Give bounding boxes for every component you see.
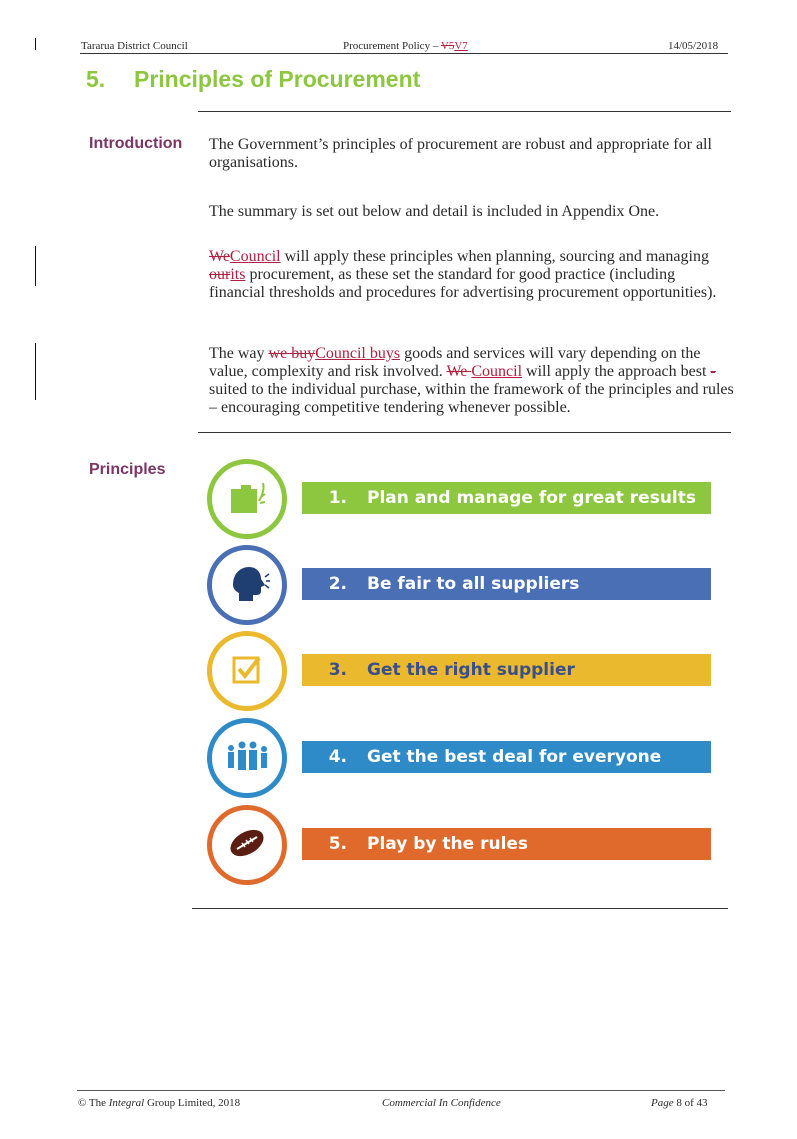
footer-copyright: © The Integral Group Limited, 2018 [78, 1097, 240, 1109]
checkbox-icon [223, 645, 271, 698]
inserted-text: Council [471, 363, 523, 380]
paragraph-text: suited to the individual purchase, withi… [209, 381, 734, 416]
football-icon [223, 819, 271, 872]
footer-company-italic: Integral [108, 1097, 145, 1109]
principle-number: 2. [328, 574, 347, 594]
introduction-label: Introduction [89, 135, 183, 152]
principle-bar: 4. Get the best deal for everyone [302, 741, 711, 773]
header-center-prefix: Procurement Policy – [343, 40, 441, 52]
principle-item-2: 2. Be fair to all suppliers [207, 545, 717, 635]
inserted-text: Council buys [315, 345, 401, 362]
paragraph-text: procurement, as these set the standard f… [209, 266, 717, 301]
principle-item-1: 1. Plan and manage for great results [207, 459, 717, 549]
deleted-text: - [710, 363, 716, 380]
header-left: Tararua District Council [81, 40, 188, 52]
section-title: Principles of Procurement [134, 66, 421, 92]
header-deleted-version: V5 [440, 40, 455, 52]
speaking-head-icon [223, 559, 271, 612]
principle-number: 3. [328, 660, 347, 680]
section-divider [198, 432, 731, 433]
principle-number: 1. [328, 488, 347, 508]
principle-item-5: 5. Play by the rules [207, 805, 717, 895]
footer-page-number: Page 8 of 43 [651, 1097, 708, 1109]
principle-circle [207, 459, 287, 539]
section-divider [192, 908, 728, 909]
deleted-text: We [446, 363, 472, 380]
paragraph-text: goods and services will vary depending o… [209, 345, 701, 380]
header-center: Procurement Policy – V5V7 [343, 40, 468, 52]
section-divider [198, 111, 731, 112]
header-inserted-version: V7 [454, 40, 468, 52]
principle-circle [207, 805, 287, 885]
principle-label: Get the best deal for everyone [367, 747, 662, 767]
deleted-text: we buy [268, 345, 316, 362]
principle-label: Get the right supplier [367, 660, 575, 680]
header-divider [80, 53, 728, 54]
footer-divider [77, 1090, 725, 1091]
principle-bar: 3. Get the right supplier [302, 654, 711, 686]
principle-circle [207, 631, 287, 711]
principle-bar: 5. Play by the rules [302, 828, 711, 860]
paragraph-text: will apply these principles when plannin… [280, 248, 709, 265]
deleted-text: our [209, 266, 231, 283]
principle-circle [207, 718, 287, 798]
principles-label: Principles [89, 461, 166, 478]
principle-label: Be fair to all suppliers [367, 574, 580, 594]
family-icon [223, 732, 271, 785]
footer-page-word: Page [651, 1097, 674, 1109]
paragraph-text: will apply the approach best [522, 363, 711, 380]
principle-bar: 2. Be fair to all suppliers [302, 568, 711, 600]
intro-paragraph-3: WeCouncil will apply these principles wh… [209, 248, 734, 302]
footer-page-count: 8 of 43 [673, 1097, 708, 1109]
paragraph-text: The way [209, 345, 269, 362]
principle-item-4: 4. Get the best deal for everyone [207, 718, 717, 808]
intro-paragraph-4: The way we buyCouncil buys goods and ser… [209, 345, 734, 417]
footer-confidentiality: Commercial In Confidence [382, 1097, 501, 1109]
inserted-text: Council [229, 248, 281, 265]
principle-label: Plan and manage for great results [367, 488, 697, 508]
deleted-text: We [209, 248, 230, 265]
intro-paragraph-1: The Government’s principles of procureme… [209, 136, 712, 171]
change-bar [35, 343, 36, 400]
header-date: 14/05/2018 [668, 40, 719, 52]
change-bar [35, 246, 36, 286]
footer-copyright-suffix: Group Limited, 2018 [144, 1097, 241, 1109]
principle-bar: 1. Plan and manage for great results [302, 482, 711, 514]
plan-icon [223, 473, 271, 526]
principle-number: 4. [328, 747, 347, 767]
section-number: 5. [86, 66, 106, 92]
inserted-text: its [230, 266, 246, 283]
principle-number: 5. [328, 834, 347, 854]
intro-paragraph-2: The summary is set out below and detail … [209, 203, 660, 220]
principle-label: Play by the rules [367, 834, 529, 854]
principle-circle [207, 545, 287, 625]
principle-item-3: 3. Get the right supplier [207, 631, 717, 721]
change-bar [35, 38, 36, 50]
footer-copyright-prefix: © The [78, 1097, 109, 1109]
section-heading: 5. Principles of Procurement [86, 66, 420, 93]
